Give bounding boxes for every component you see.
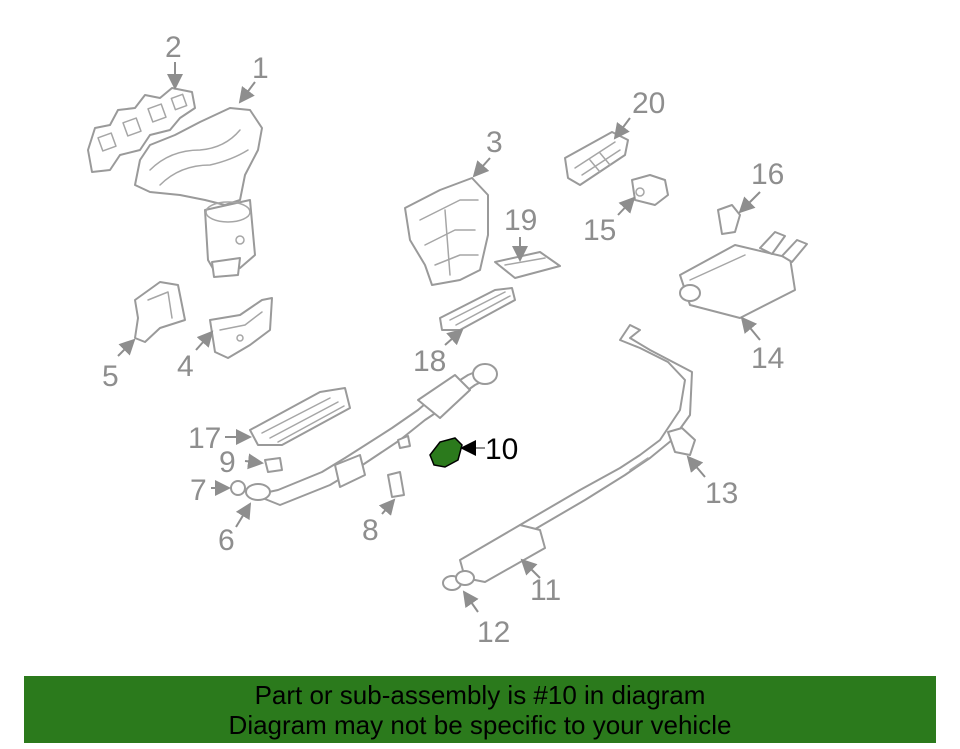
callout-10: 10 [485, 433, 518, 466]
callout-8: 8 [362, 514, 379, 547]
callout-6: 6 [218, 524, 235, 557]
callout-12: 12 [477, 616, 510, 649]
part-13-hanger [667, 427, 696, 456]
callout-5: 5 [102, 360, 119, 393]
part-15-hanger [631, 174, 669, 206]
callout-14: 14 [751, 342, 784, 375]
info-banner: Part or sub-assembly is #10 in diagram D… [24, 676, 936, 743]
callout-20: 20 [632, 87, 665, 120]
part-18-heat-shield [439, 287, 516, 331]
part-19-bracket [494, 251, 561, 279]
part-5-heat-shield [134, 281, 186, 343]
part-8-bolt [387, 471, 405, 498]
callout-19: 19 [504, 204, 537, 237]
part-10-highlighted [429, 437, 463, 468]
callout-4: 4 [177, 350, 194, 383]
callout-3: 3 [486, 126, 503, 159]
callout-11: 11 [530, 574, 561, 607]
callout-2: 2 [165, 31, 182, 64]
callout-17: 17 [188, 422, 221, 455]
part-1-exhaust-manifold [134, 107, 263, 278]
leader-lines [117, 62, 761, 613]
callout-labels: 2 1 3 19 20 15 16 14 18 5 4 17 9 7 6 8 1… [102, 31, 784, 649]
callout-7: 7 [190, 474, 207, 507]
callout-13: 13 [705, 477, 738, 510]
part-12-gasket [442, 570, 475, 591]
callout-1: 1 [252, 52, 269, 85]
part-3-heat-insulator [404, 177, 489, 286]
part-7-gasket [230, 480, 246, 496]
callout-16: 16 [751, 158, 784, 191]
banner-line-2: Diagram may not be specific to your vehi… [228, 709, 732, 740]
part-9-spring [264, 457, 283, 473]
callout-15: 15 [583, 214, 616, 247]
part-17-heat-shield [249, 387, 351, 446]
callout-18: 18 [413, 345, 446, 378]
callout-9: 9 [219, 446, 236, 479]
part-2-manifold-gasket [87, 87, 196, 173]
part-front-exhaust-pipe [254, 363, 498, 506]
part-4-heat-shield [209, 297, 273, 359]
part-14-muffler [679, 231, 808, 319]
banner-line-1: Part or sub-assembly is #10 in diagram [254, 679, 706, 710]
part-6-flange [245, 483, 271, 501]
part-16-bracket [717, 204, 741, 235]
part-20-heat-shield [564, 131, 629, 186]
